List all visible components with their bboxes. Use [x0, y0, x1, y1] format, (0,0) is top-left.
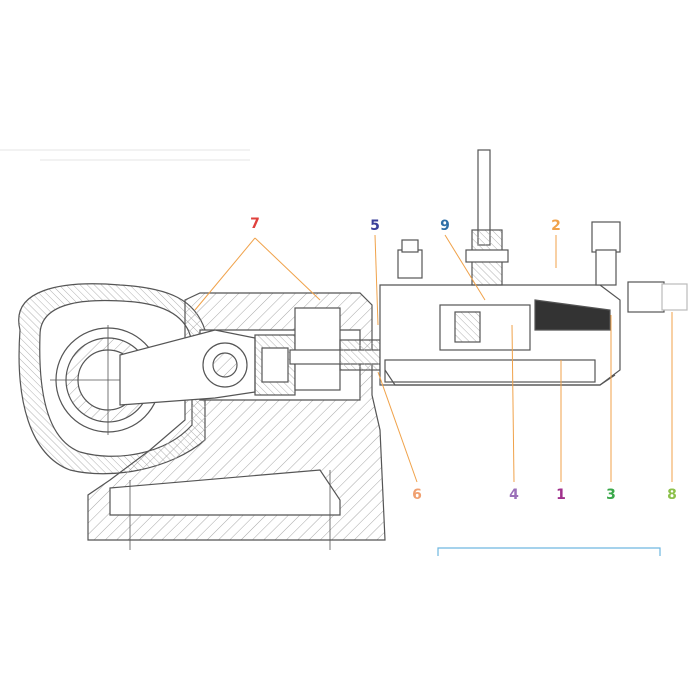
connecting-rod — [119, 329, 256, 406]
callout-7: 7 — [250, 216, 260, 232]
callout-3: 3 — [606, 487, 616, 503]
callout-9: 9 — [440, 218, 450, 234]
leader-lines — [194, 234, 673, 483]
lower-housing — [384, 369, 616, 386]
callout-1: 1 — [556, 487, 566, 503]
callout-6: 6 — [412, 487, 422, 503]
end-fitting — [591, 221, 688, 313]
callout-8: 8 — [667, 487, 677, 503]
callout-5: 5 — [370, 218, 380, 234]
cylinder-block — [379, 284, 621, 386]
crosshead — [254, 307, 341, 396]
callout-2: 2 — [551, 218, 561, 234]
callout-4: 4 — [509, 487, 519, 503]
valve-stem — [465, 149, 509, 286]
fitting-left — [397, 239, 423, 279]
scale-bracket — [437, 547, 661, 556]
background-frame — [0, 149, 250, 161]
